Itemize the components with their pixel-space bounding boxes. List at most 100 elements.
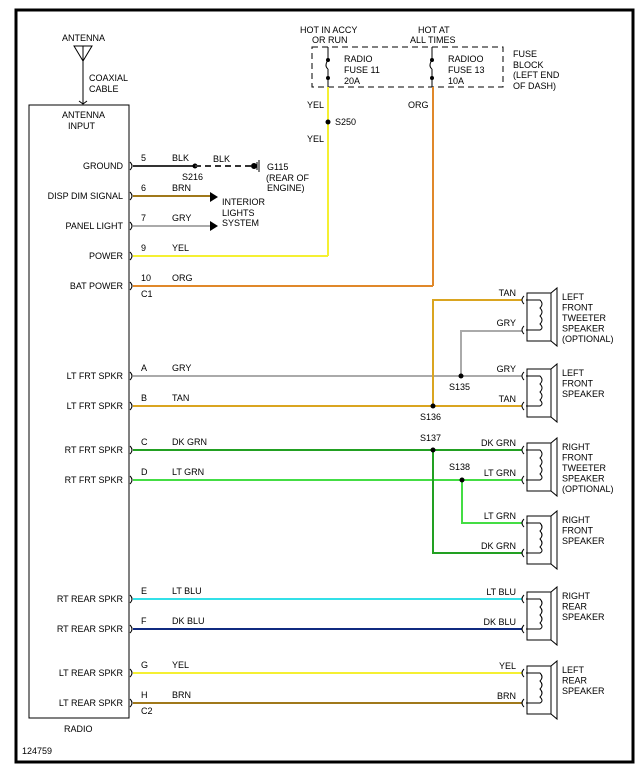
ground-icon (251, 160, 260, 172)
connector-c2: C2 (141, 706, 153, 716)
speaker-label: LEFT (562, 292, 585, 302)
connector-icon (129, 698, 133, 708)
speaker-label: SPEAKER (562, 686, 605, 696)
speaker-wire-label: DK GRN (481, 541, 516, 551)
speaker-label: (OPTIONAL) (562, 334, 614, 344)
splice-s137 (430, 447, 436, 453)
connector-c1: C1 (141, 289, 153, 299)
speaker-icon (521, 659, 558, 721)
pin-label: RT REAR SPKR (57, 624, 124, 634)
wire-color-label: ORG (172, 273, 193, 283)
pin-number: 6 (141, 183, 146, 193)
speaker-wire-label: DK BLU (483, 617, 516, 627)
pin-row: LT FRT SPKR A GRY (67, 363, 461, 381)
connector-icon (129, 668, 133, 678)
fuse-hot-label-1b: OR RUN (312, 35, 348, 45)
diagram-frame (14, 8, 635, 764)
speaker-wire-label: LT GRN (484, 511, 516, 521)
pin-row: LT REAR SPKR H BRN (59, 690, 522, 708)
speaker-label: REAR (562, 602, 588, 612)
pin-label: RT REAR SPKR (57, 594, 124, 604)
speaker-wire-label: BRN (497, 691, 516, 701)
fuse-org-label: ORG (408, 100, 429, 110)
ground-id: G115 (267, 162, 288, 172)
connector-icon (129, 475, 133, 485)
speakers: LEFTFRONTTWEETERSPEAKER(OPTIONAL)TANGRYL… (481, 286, 614, 721)
speaker-label: SPEAKER (562, 389, 605, 399)
wire-ltgrn-speaker (461, 480, 522, 524)
fuse-block-label-4: OF DASH) (513, 81, 556, 91)
pin-label: DISP DIM SIGNAL (48, 191, 123, 201)
fuse-yel-label: YEL (307, 100, 324, 110)
arrow-icon-dim (210, 192, 218, 202)
pin-label: PANEL LIGHT (65, 221, 123, 231)
fuse-hot-label-2b: ALL TIMES (410, 35, 456, 45)
antenna-input-label: ANTENNA (62, 110, 105, 120)
pin-number: 10 (141, 273, 151, 283)
speaker-label: FRONT (562, 303, 593, 313)
wire-color-label: BRN (172, 183, 191, 193)
speaker-label: SPEAKER (562, 612, 605, 622)
speaker-label: SPEAKER (562, 324, 605, 334)
speaker-label: FRONT (562, 379, 593, 389)
splice-s216-label: S216 (182, 172, 203, 182)
pin-label: LT FRT SPKR (67, 371, 124, 381)
speaker-label: REAR (562, 676, 588, 686)
coaxial-cable-label-2: CABLE (89, 84, 119, 94)
speaker-label: RIGHT (562, 515, 591, 525)
pin-label: LT REAR SPKR (59, 668, 124, 678)
speaker-icon (521, 509, 558, 571)
speaker-label: TWEETER (562, 313, 606, 323)
pin-number: H (141, 690, 148, 700)
fuse-13-icon (429, 47, 434, 87)
speaker-label: (OPTIONAL) (562, 484, 614, 494)
wire-color-label: GRY (172, 363, 191, 373)
splice-s136-label: S136 (420, 412, 441, 422)
diagram-id: 124759 (22, 746, 52, 756)
interior-lights-label-3: SYSTEM (222, 218, 259, 228)
pin-number: G (141, 660, 148, 670)
wire-color-label: BRN (172, 690, 191, 700)
fuse-block-label: FUSE (513, 49, 537, 59)
speaker-label: LEFT (562, 665, 585, 675)
wire-color-label: BLK (172, 153, 189, 163)
fuse-hot-label-1: HOT IN ACCY (300, 25, 357, 35)
pin-row: DISP DIM SIGNAL 6 BRN (48, 183, 212, 201)
wire-dkgrn-speaker (432, 450, 522, 554)
pin-number: 7 (141, 213, 146, 223)
speaker-wire-label: YEL (499, 661, 516, 671)
wire-color-label: YEL (172, 660, 189, 670)
fuse-block-label-2: BLOCK (513, 60, 544, 70)
speaker-wire-label: GRY (497, 318, 516, 328)
wire-color-label: GRY (172, 213, 191, 223)
splice-s138 (459, 477, 465, 483)
pin-label: LT REAR SPKR (59, 698, 124, 708)
pin-label: LT FRT SPKR (67, 401, 124, 411)
speaker-label: FRONT (562, 526, 593, 536)
connector-icon (129, 624, 133, 634)
connector-icon (129, 401, 133, 411)
connector-icon (129, 251, 133, 261)
speaker-icon (521, 436, 558, 498)
wire-color-label: TAN (172, 393, 189, 403)
blk-label-2: BLK (213, 154, 230, 164)
fuse-13-rating: 10A (448, 76, 464, 86)
fuse-block (311, 46, 504, 88)
speaker-label: RIGHT (562, 591, 591, 601)
pin-number: A (141, 363, 147, 373)
connector-icon (129, 221, 133, 231)
interior-lights-label-2: LIGHTS (222, 208, 255, 218)
yel-label-2: YEL (307, 134, 324, 144)
speaker-label: RIGHT (562, 442, 591, 452)
coaxial-cable-label: COAXIAL (89, 73, 128, 83)
connector-icon (129, 191, 133, 201)
